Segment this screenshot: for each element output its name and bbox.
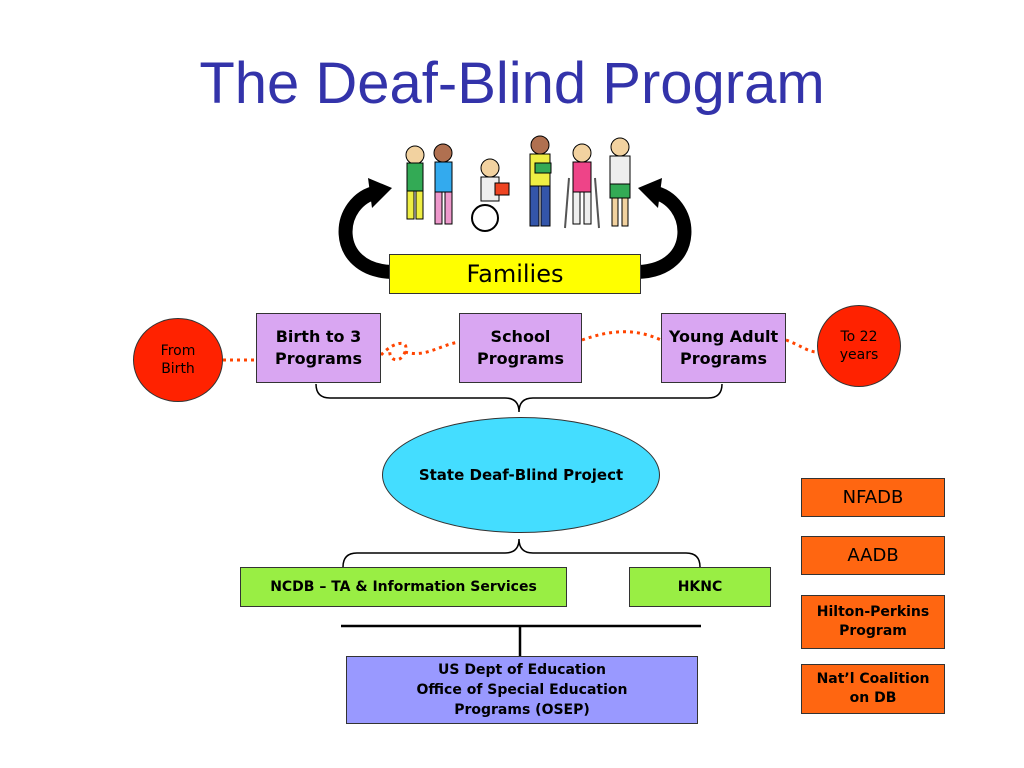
to22-line1: To 22 (840, 329, 878, 345)
nfadb-box: NFADB (801, 478, 945, 517)
services-brace (342, 538, 701, 568)
birth-to-3-programs-box: Birth to 3 Programs (256, 313, 381, 383)
families-box: Families (389, 254, 641, 294)
hknc-box: HKNC (629, 567, 771, 607)
aadb-box: AADB (801, 536, 945, 575)
natl-line2: on DB (849, 690, 897, 706)
natl-line1: Nat’l Coalition (816, 671, 930, 687)
birth3-line1: Birth to 3 (275, 327, 362, 346)
programs-brace (315, 383, 723, 413)
children-group-illustration (395, 133, 650, 238)
ncdb-services-box: NCDB – TA & Information Services (240, 567, 567, 607)
osep-connector (341, 624, 701, 656)
osep-line1: US Dept of Education (438, 662, 606, 678)
from-birth-line1: From (160, 343, 196, 359)
state-deaf-blind-project-ellipse: State Deaf-Blind Project (382, 417, 660, 533)
osep-line2: Office of Special Education (416, 682, 628, 698)
young-line1: Young Adult (668, 327, 779, 346)
children-figures-icon (405, 135, 631, 232)
osep-line3: Programs (OSEP) (454, 702, 590, 718)
page-title: The Deaf-Blind Program (199, 51, 825, 116)
right-curved-arrow-icon (637, 178, 692, 279)
young-line2: Programs (680, 349, 767, 368)
to-22-years-circle: To 22 years (817, 305, 901, 387)
hilton-line1: Hilton-Perkins (816, 604, 930, 620)
school-line2: Programs (477, 349, 564, 368)
birth3-line2: Programs (275, 349, 362, 368)
to22-line2: years (839, 347, 879, 363)
from-birth-line2: Birth (161, 361, 195, 377)
left-curved-arrow-icon (338, 178, 393, 279)
natl-coalition-box: Nat’l Coalition on DB (801, 664, 945, 714)
hilton-line2: Program (839, 623, 907, 639)
school-line1: School (490, 327, 551, 346)
dotted-connectors (223, 330, 818, 362)
